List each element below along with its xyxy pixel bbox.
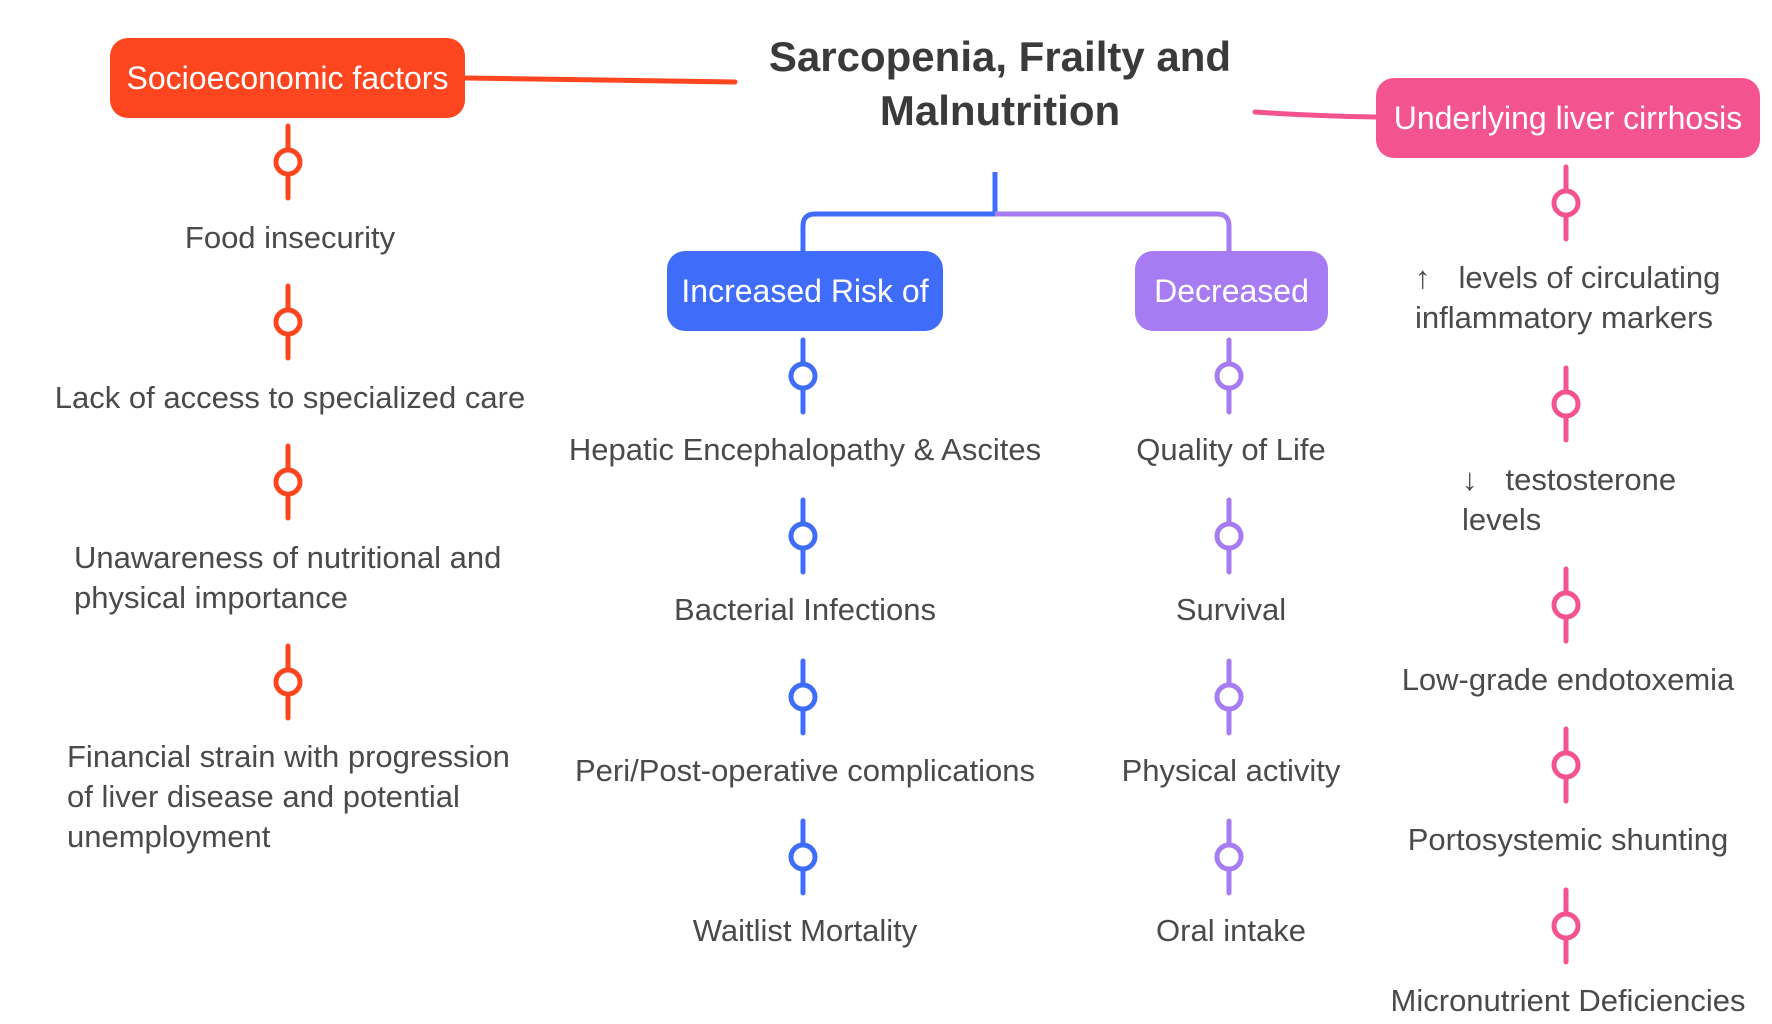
node-increased-risk-label: Increased Risk of bbox=[681, 273, 929, 309]
socioeconomic-item: Financial strain with progression of liv… bbox=[67, 739, 510, 854]
circle-node-marker bbox=[1551, 590, 1581, 620]
circle-node-marker bbox=[1214, 361, 1244, 391]
circle-node-marker bbox=[1214, 842, 1244, 872]
cirrhosis-item: Micronutrient Deficiencies bbox=[1390, 983, 1746, 1018]
increased-risk-item: Bacterial Infections bbox=[674, 592, 936, 627]
increased-risk-item: Waitlist Mortality bbox=[692, 913, 918, 948]
decreased-item: Survival bbox=[1175, 592, 1287, 627]
diagram-title-line-1: Sarcopenia, Frailty and bbox=[768, 33, 1232, 80]
circle-node-marker bbox=[788, 361, 818, 391]
circle-node-marker bbox=[788, 521, 818, 551]
circle-node-marker bbox=[1551, 188, 1581, 218]
node-decreased[interactable]: Decreased bbox=[1135, 251, 1328, 331]
cirrhosis-item: Portosystemic shunting bbox=[1407, 822, 1729, 857]
up-arrow-icon: ↑ bbox=[1415, 260, 1431, 295]
circle-node-marker bbox=[273, 667, 303, 697]
socioeconomic-item: Lack of access to specialized care bbox=[54, 380, 526, 415]
circle-node-marker bbox=[273, 307, 303, 337]
socioeconomic-item: Food insecurity bbox=[184, 220, 396, 255]
circle-node-marker bbox=[273, 147, 303, 177]
down-arrow-icon: ↓ bbox=[1462, 462, 1478, 497]
connector-title-socioeconomic bbox=[463, 75, 738, 85]
socioeconomic-item: Unawareness of nutritional and physical … bbox=[74, 540, 502, 615]
circle-node-marker bbox=[1551, 389, 1581, 419]
circle-node-marker bbox=[1551, 750, 1581, 780]
node-increased-risk[interactable]: Increased Risk of bbox=[667, 251, 943, 331]
node-socioeconomic-factors-label: Socioeconomic factors bbox=[126, 60, 449, 96]
circle-node-marker bbox=[1214, 682, 1244, 712]
node-decreased-label: Decreased bbox=[1154, 273, 1309, 309]
circle-node-marker bbox=[788, 842, 818, 872]
node-underlying-liver-cirrhosis-label: Underlying liver cirrhosis bbox=[1393, 100, 1743, 136]
cirrhosis-item: ↑levels of circulating inflammatory mark… bbox=[1415, 260, 1721, 335]
cirrhosis-item: ↓testosterone levels bbox=[1462, 462, 1677, 537]
decreased-item: Oral intake bbox=[1156, 913, 1306, 948]
decreased-item: Quality of Life bbox=[1136, 432, 1326, 467]
diagram-title-line-2: Malnutrition bbox=[879, 87, 1121, 134]
node-underlying-liver-cirrhosis[interactable]: Underlying liver cirrhosis bbox=[1376, 78, 1760, 158]
circle-node-marker bbox=[788, 682, 818, 712]
connector-to-decreased bbox=[995, 211, 1232, 251]
increased-risk-item: Peri/Post-operative complications bbox=[574, 753, 1036, 788]
decreased-item: Physical activity bbox=[1121, 753, 1341, 788]
increased-risk-item: Hepatic Encephalopathy & Ascites bbox=[568, 432, 1042, 467]
diagram-title: Sarcopenia, Frailty and Malnutrition bbox=[720, 30, 1280, 138]
connector-title-cirrhosis bbox=[1252, 109, 1379, 120]
cirrhosis-item: Low-grade endotoxemia bbox=[1401, 662, 1735, 697]
connector-to-increased bbox=[800, 211, 995, 251]
circle-node-marker bbox=[273, 467, 303, 497]
node-socioeconomic-factors[interactable]: Socioeconomic factors bbox=[110, 38, 465, 118]
circle-node-marker bbox=[1214, 521, 1244, 551]
circle-node-marker bbox=[1551, 911, 1581, 941]
